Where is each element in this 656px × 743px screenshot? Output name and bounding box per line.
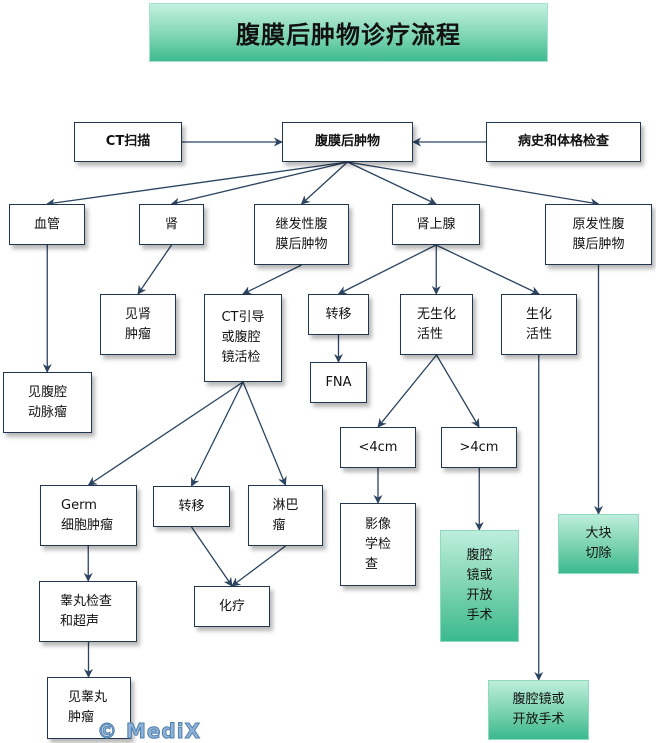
- node-history-exam: 病史和体格检查: [486, 122, 641, 162]
- edge-biopsy_metastasis-to-chemotherapy: [190, 526, 233, 587]
- node-greater-than-4cm: >4cm: [441, 427, 517, 468]
- node-adrenal-metastasis: 转移: [308, 294, 369, 335]
- edge-retroperitoneal_mass-to-kidney: [170, 161, 348, 207]
- edge-retroperitoneal_mass-to-vascular: [46, 161, 348, 208]
- edge-ct_guided_biopsy-to-lymphoma: [242, 381, 287, 486]
- node-lap-or-open-surgery-functional: 腹腔镜或 开放手术: [488, 680, 589, 740]
- edge-adrenal-to-adrenal_metastasis: [337, 244, 437, 295]
- node-primary-mass: 原发性腹 膜后肿物: [545, 204, 652, 265]
- node-ct-scan: CT扫描: [74, 122, 182, 162]
- node-aortic-aneurysm: 见腹腔 动脉瘤: [3, 372, 92, 433]
- watermark: © MediX: [96, 719, 202, 743]
- node-germ-cell-tumor: Germ 细胞肿瘤: [40, 485, 137, 546]
- diagram-title: 腹膜后肿物诊疗流程: [149, 3, 548, 62]
- node-nonfunctional: 无生化 活性: [400, 294, 473, 355]
- node-less-than-4cm: <4cm: [340, 427, 416, 468]
- node-biopsy-metastasis: 转移: [153, 486, 230, 527]
- node-lymphoma: 淋巴 瘤: [248, 485, 323, 546]
- edge-retroperitoneal_mass-to-secondary_mass: [300, 161, 348, 205]
- edge-ct_guided_biopsy-to-biopsy_metastasis: [190, 381, 244, 487]
- node-ct-guided-biopsy: CT引导 或腹腔 镜活检: [204, 294, 282, 382]
- node-renal-tumor: 见肾 肿瘤: [100, 294, 176, 355]
- node-kidney: 肾: [139, 204, 204, 245]
- edge-secondary_mass-to-ct_guided_biopsy: [242, 264, 302, 295]
- edge-retroperitoneal_mass-to-adrenal: [347, 161, 437, 205]
- edge-nonfunctional-to-gt_4cm: [435, 354, 480, 428]
- node-functional: 生化 活性: [501, 294, 577, 355]
- node-chemotherapy: 化疗: [194, 586, 270, 627]
- node-imaging-exam: 影像 学检 查: [340, 503, 416, 586]
- edge-retroperitoneal_mass-to-primary_mass: [347, 161, 600, 208]
- node-testis-exam: 睾丸检查 和超声: [39, 581, 137, 642]
- node-secondary-mass: 继发性腹 膜后肿物: [254, 204, 349, 265]
- node-testicular-tumor: 见睾丸 肿瘤: [47, 677, 131, 739]
- node-lap-or-open-surgery-large: 腹腔 镜或 开放 手术: [440, 530, 519, 642]
- node-fna: FNA: [310, 362, 367, 403]
- node-retroperitoneal-mass: 腹膜后肿物: [282, 122, 413, 162]
- edge-kidney-to-renal_tumor: [137, 244, 173, 295]
- edge-nonfunctional-to-lt_4cm: [377, 354, 438, 428]
- edge-lymphoma-to-chemotherapy: [231, 545, 286, 587]
- node-vascular: 血管: [9, 204, 85, 245]
- node-adrenal: 肾上腺: [392, 204, 480, 245]
- edge-ct_guided_biopsy-to-germ_cell: [87, 381, 244, 486]
- edge-adrenal-to-functional: [435, 244, 540, 295]
- node-debulking: 大块 切除: [558, 514, 639, 574]
